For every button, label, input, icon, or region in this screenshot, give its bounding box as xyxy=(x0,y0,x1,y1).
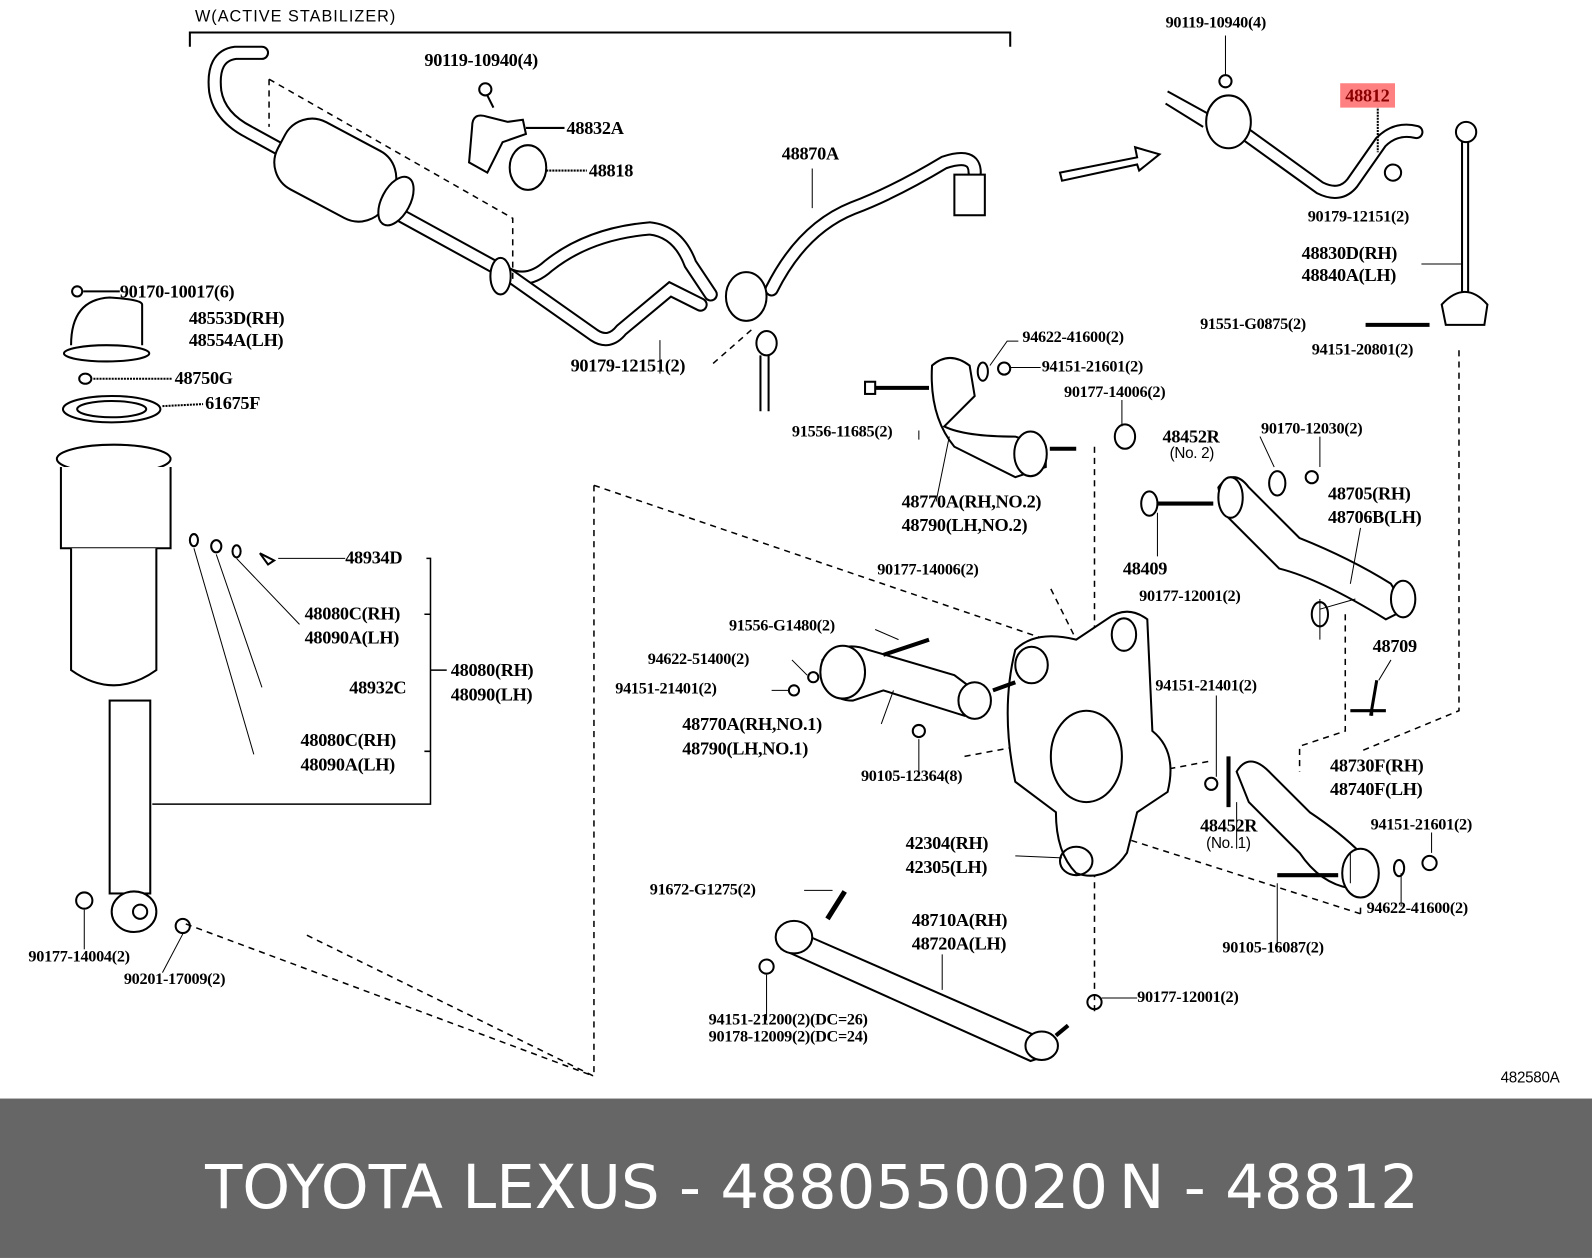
part-label[interactable]: 90119-10940(4) xyxy=(1165,14,1267,32)
part-label[interactable]: 90178-12009(2)(DC=24) xyxy=(708,1028,868,1046)
part-label[interactable]: 90177-14004(2) xyxy=(28,948,130,966)
part-label[interactable]: 48090A(LH) xyxy=(300,754,396,775)
part-label[interactable]: 48710A(RH) xyxy=(911,909,1008,931)
guide-lines xyxy=(185,78,1460,1078)
part-label[interactable]: 90177-12001(2) xyxy=(1139,587,1241,606)
part-label[interactable]: 91556-G1480(2) xyxy=(728,617,835,635)
part-label[interactable]: 90177-14006(2) xyxy=(1064,383,1166,402)
part-label[interactable]: 90177-14006(2) xyxy=(877,561,979,579)
part-label[interactable]: 94151-21601(2) xyxy=(1370,816,1473,834)
part-label[interactable]: 94151-21200(2)(DC=26) xyxy=(708,1011,868,1029)
part-label[interactable]: 48554A(LH) xyxy=(188,329,284,351)
part-note: (No. 2) xyxy=(1169,444,1215,462)
lower-toe-link xyxy=(758,890,1103,1063)
footer-bar xyxy=(0,1098,1592,1258)
part-label[interactable]: 94622-51400(2) xyxy=(647,650,750,669)
upper-control-arm-48705 xyxy=(1140,470,1417,628)
part-label[interactable]: 48706B(LH) xyxy=(1328,506,1422,527)
part-label[interactable]: 48932C xyxy=(349,677,407,698)
part-label[interactable]: 48770A(RH,NO.1) xyxy=(682,713,822,735)
part-label[interactable]: 48720A(LH) xyxy=(911,933,1007,954)
part-label[interactable]: 94151-21401(2) xyxy=(615,680,717,698)
exploded-view-drawing xyxy=(55,31,1489,1078)
part-label[interactable]: 42305(LH) xyxy=(905,856,988,878)
figure-code: 482580A xyxy=(1500,1069,1560,1087)
part-label[interactable]: 48870A xyxy=(781,143,839,164)
part-label[interactable]: 94622-41600(2) xyxy=(1366,899,1469,917)
lower-control-arm-no1 xyxy=(787,637,1016,739)
part-label[interactable]: 48790(LH,NO.2) xyxy=(901,514,1028,536)
part-label[interactable]: 48452R xyxy=(1162,426,1220,447)
part-label[interactable]: 61675F xyxy=(205,392,261,414)
part-label[interactable]: 94151-20801(2) xyxy=(1311,341,1414,359)
lower-control-arm-48730 xyxy=(1204,679,1438,899)
part-label[interactable]: 90179-12151(2) xyxy=(570,355,686,376)
part-label[interactable]: 90170-12030(2) xyxy=(1261,420,1363,438)
section-title: W(ACTIVE STABILIZER) xyxy=(194,8,397,26)
part-label[interactable]: 48409 xyxy=(1122,558,1168,579)
part-label[interactable]: 91556-11685(2) xyxy=(791,423,893,441)
bushing-and-bracket xyxy=(468,82,587,191)
part-label[interactable]: 90170-10017(6) xyxy=(119,281,235,302)
part-label[interactable]: 48705(RH) xyxy=(1328,483,1411,504)
part-label[interactable]: 48830D(RH) xyxy=(1301,242,1398,263)
part-label[interactable]: 48750G xyxy=(174,367,233,388)
footer-title: TOYOTA LEXUS - 4880550020 xyxy=(205,1152,1108,1224)
part-label[interactable]: 48090(LH) xyxy=(450,684,533,705)
part-note: (No. 1) xyxy=(1206,834,1251,852)
upper-control-arm-no2 xyxy=(864,356,1137,479)
part-label[interactable]: 90179-12151(2) xyxy=(1307,208,1410,226)
part-label[interactable]: 48770A(RH,NO.2) xyxy=(901,491,1042,512)
part-label[interactable]: 94622-41600(2) xyxy=(1022,328,1124,347)
part-label[interactable]: 90177-12001(2) xyxy=(1137,988,1239,1007)
part-label[interactable]: 91672-G1275(2) xyxy=(649,881,756,899)
part-label[interactable]: 90119-10940(4) xyxy=(424,49,538,71)
part-label[interactable]: 48832A xyxy=(566,117,624,139)
footer-part-number: N - 48812 xyxy=(1118,1152,1419,1224)
leader-lines xyxy=(659,168,1433,1021)
part-label[interactable]: 94151-21401(2) xyxy=(1155,677,1257,695)
part-label[interactable]: 48090A(LH) xyxy=(304,627,400,648)
stabilizer-bar-detail xyxy=(1058,35,1489,327)
part-label[interactable]: 90201-17009(2) xyxy=(123,970,226,988)
part-label[interactable]: 48840A(LH) xyxy=(1301,264,1397,286)
steering-knuckle xyxy=(1006,610,1172,877)
arrow-indicator xyxy=(1058,145,1162,182)
part-label[interactable]: 94151-21601(2) xyxy=(1041,358,1144,376)
section-bracket xyxy=(188,31,1012,47)
part-label[interactable]: 90105-12364(8) xyxy=(860,767,963,785)
part-label[interactable]: 90105-16087(2) xyxy=(1222,939,1324,957)
part-label[interactable]: 48818 xyxy=(588,160,634,181)
part-label[interactable]: 48934D xyxy=(345,547,403,568)
part-label[interactable]: 48740F(LH) xyxy=(1330,778,1423,800)
highlighted-part-label[interactable]: 48812 xyxy=(1340,83,1395,108)
stabilizer-bar-assembly xyxy=(207,45,986,412)
part-label[interactable]: 48790(LH,NO.1) xyxy=(682,738,808,759)
part-label[interactable]: 48080C(RH) xyxy=(304,603,401,624)
part-label[interactable]: 48730F(RH) xyxy=(1330,755,1424,776)
part-label[interactable]: 48452R xyxy=(1200,815,1258,836)
air-spring-shock-absorber xyxy=(55,285,447,973)
part-label[interactable]: 91551-G0875(2) xyxy=(1200,315,1306,334)
part-label[interactable]: 48709 xyxy=(1372,635,1417,656)
part-label[interactable]: 48080C(RH) xyxy=(300,730,397,751)
part-label[interactable]: 48080(RH) xyxy=(450,659,534,681)
part-label[interactable]: 48553D(RH) xyxy=(188,307,285,328)
part-label[interactable]: 42304(RH) xyxy=(905,832,989,853)
